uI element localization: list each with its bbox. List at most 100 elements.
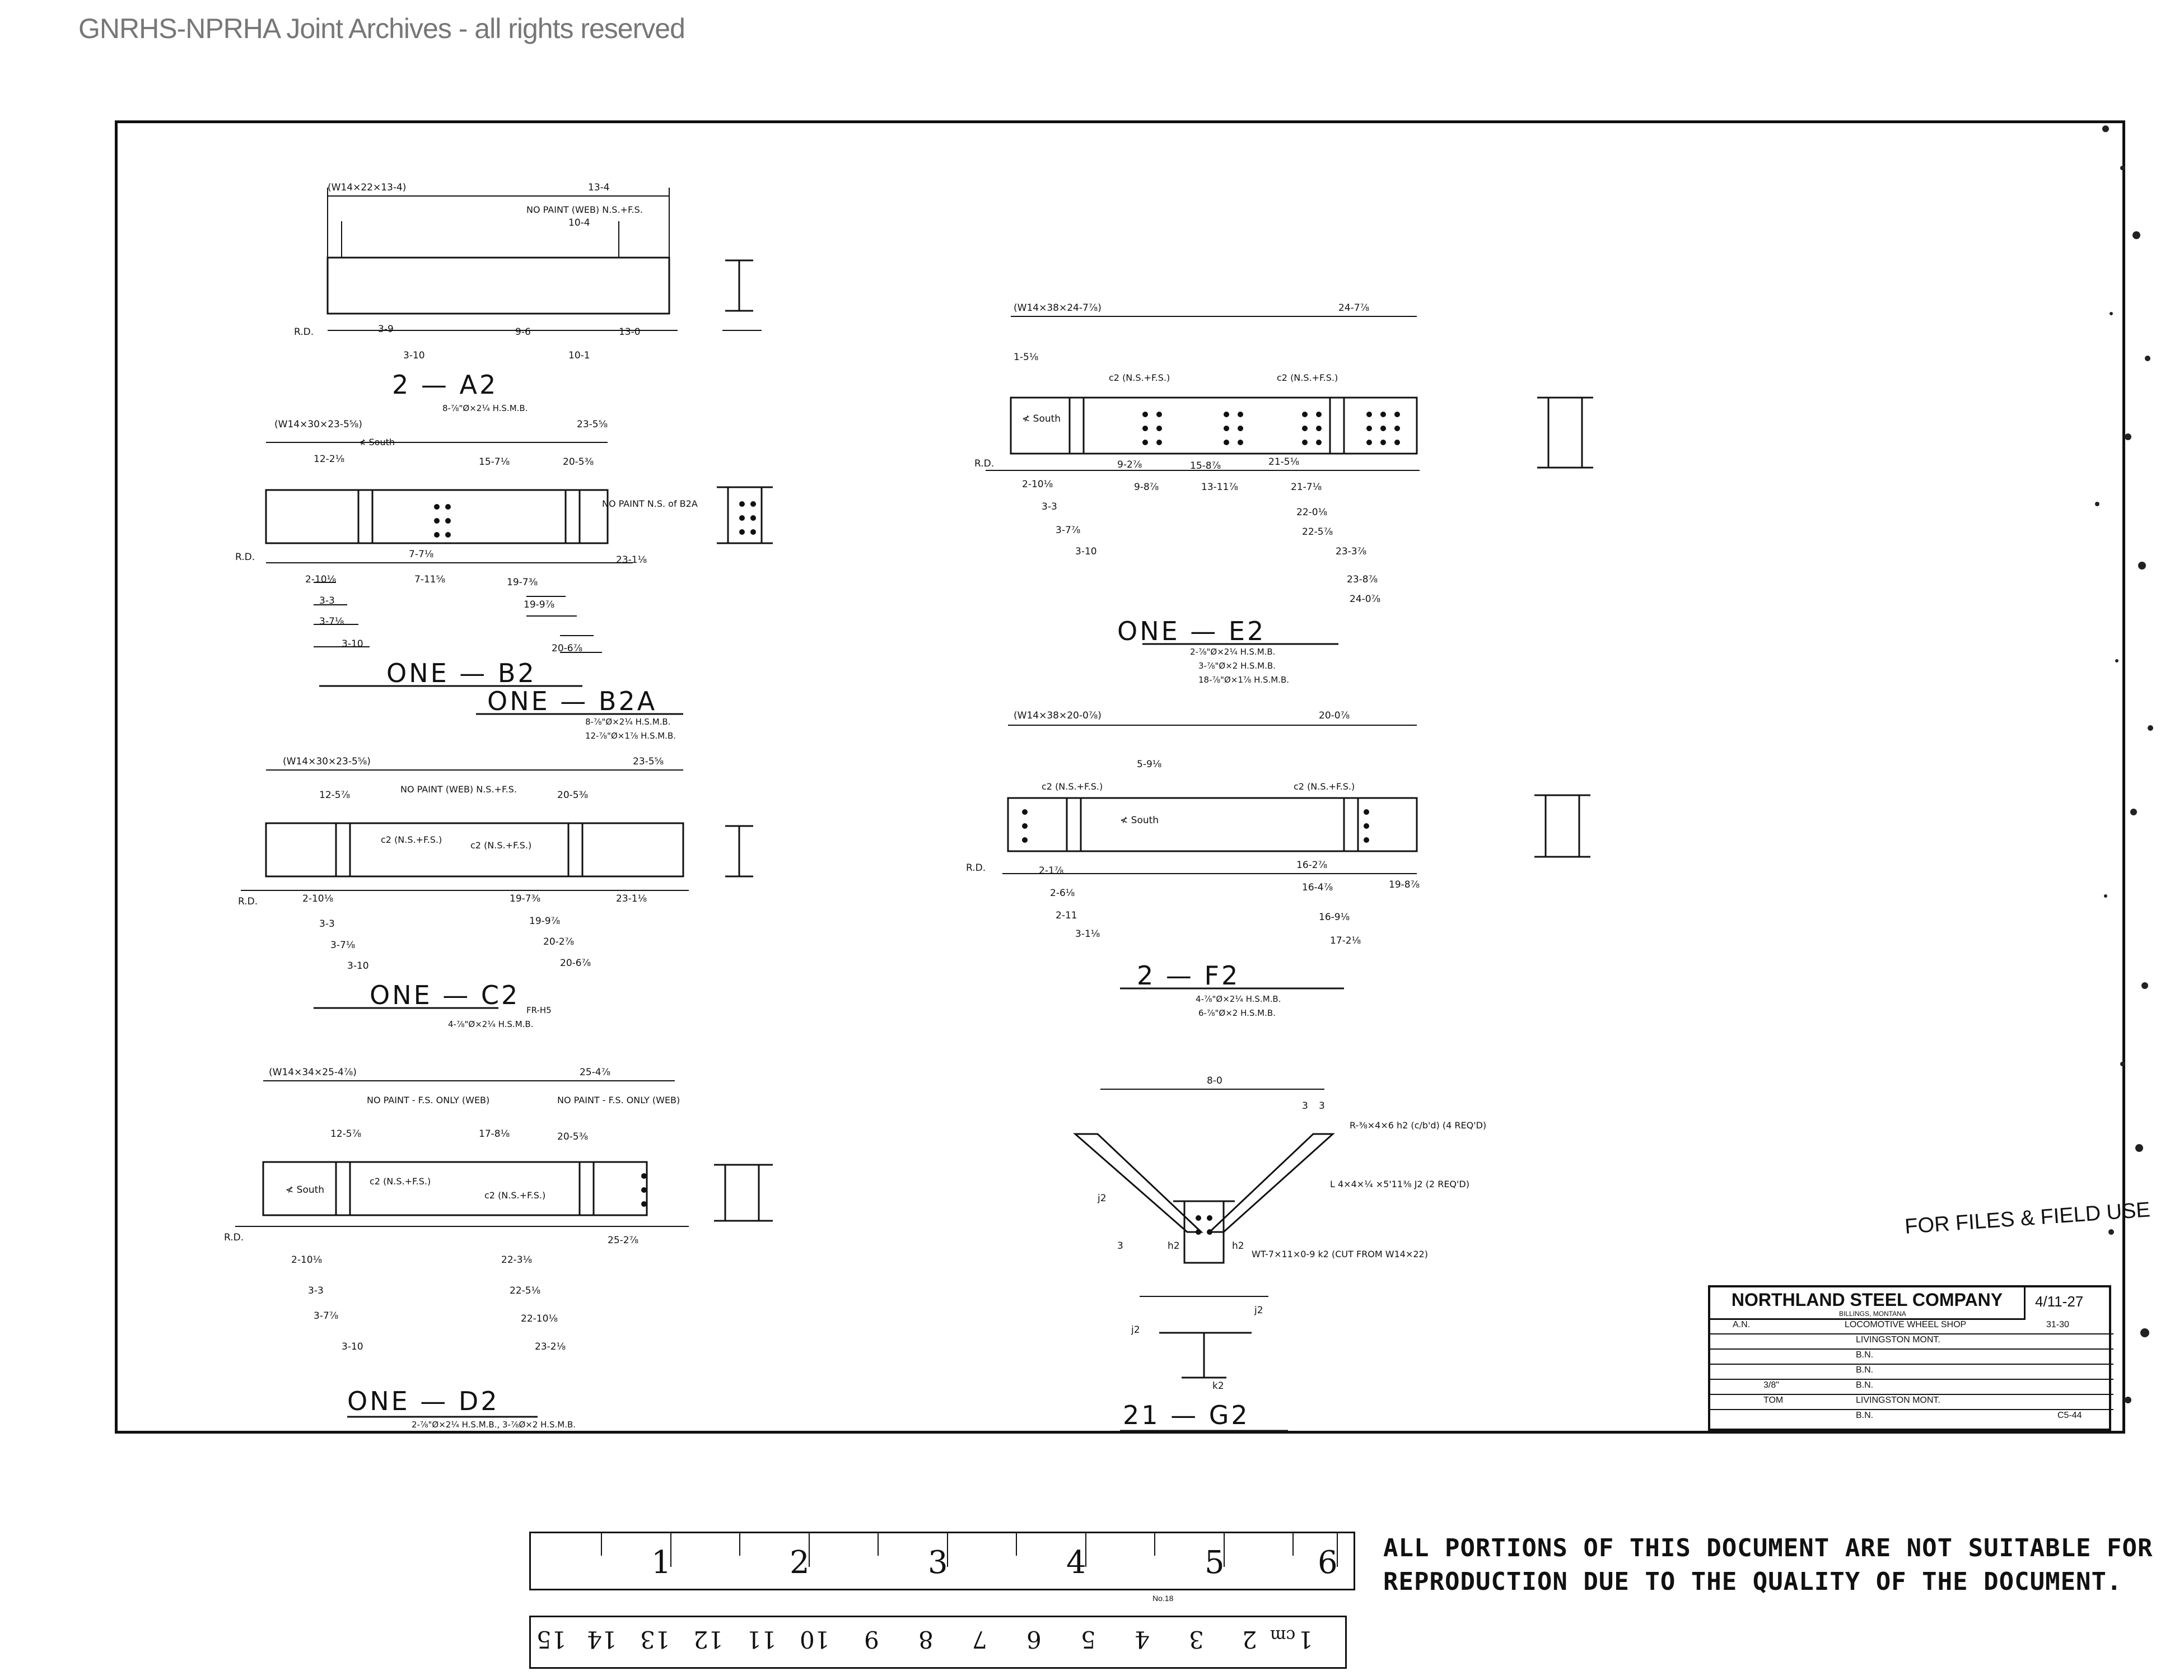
g2-dim: k2	[1212, 1380, 1224, 1392]
a2-dim: 13-0	[619, 326, 641, 338]
d2-length: 25-4⅞	[580, 1067, 611, 1078]
ruler-maker: No.18	[1152, 1594, 1174, 1603]
c2-header: (W14×30×23-5⅝)	[283, 756, 371, 767]
c2-callout: c2 (N.S.+F.S.)	[381, 834, 442, 845]
c2-beam-elevation	[265, 822, 684, 878]
a2-dim: 9-6	[515, 326, 531, 338]
ruler-cm-label: 9	[864, 1626, 879, 1653]
e2-dim: 3-7⅞	[1056, 525, 1081, 536]
d2-title: ONE — D2	[347, 1386, 500, 1416]
e2-header: (W14×38×24-7⅞)	[1014, 302, 1102, 314]
f2-dim: 2-1⅞	[1039, 865, 1064, 876]
b2-length: 23-5⅝	[577, 419, 608, 430]
g2-callout: WT-7×11×0-9 k2 (CUT FROM W14×22)	[1252, 1249, 1428, 1259]
e2-dim: 21-5⅛	[1268, 456, 1300, 468]
d2-callout: c2 (N.S.+F.S.)	[484, 1190, 546, 1201]
d2-dim: 12-5⅞	[330, 1128, 362, 1140]
ruler-cm-label: 7	[972, 1626, 987, 1653]
archive-watermark: GNRHS-NPRHA Joint Archives - all rights …	[78, 13, 685, 44]
c2-dim: R.D.	[238, 896, 258, 907]
e2-dim: 3-10	[1075, 546, 1097, 557]
e2-beam-elevation	[1010, 396, 1418, 455]
e2-title: ONE — E2	[1117, 616, 1266, 646]
d2-header: (W14×34×25-4⅞)	[269, 1067, 357, 1078]
d2-beam-elevation	[262, 1161, 648, 1216]
ruler-cm-label: 13	[640, 1626, 670, 1653]
ruler-cm-label: 2	[1242, 1626, 1257, 1653]
d2-dim: 17-8⅛	[479, 1128, 510, 1140]
b2-beam-elevation	[265, 489, 609, 544]
b2-dim: 3-3	[319, 595, 335, 606]
ruler-cm-label: 4	[1135, 1626, 1150, 1653]
e2-callout: c2 (N.S.+F.S.)	[1109, 372, 1170, 383]
b2-bolt-note: 12-⅞"Ø×1⅞ H.S.M.B.	[585, 731, 676, 741]
b2-dim: 20-5⅜	[563, 456, 594, 468]
a2-dim: 3-10	[403, 350, 425, 361]
d2-callout: c2 (N.S.+F.S.)	[370, 1176, 431, 1187]
ruler-cm-label: 5	[1081, 1626, 1096, 1653]
f2-dim: 19-8⅞	[1389, 879, 1420, 890]
f2-south-mark: ≮ South	[1120, 815, 1159, 826]
e2-callout: c2 (N.S.+F.S.)	[1277, 372, 1338, 383]
g2-width: 8-0	[1207, 1075, 1222, 1086]
e2-south-mark: ≮ South	[1022, 413, 1061, 424]
e2-dim: 13-11⅞	[1201, 482, 1238, 493]
drawing-sheet-border	[115, 120, 2125, 1434]
c2-dim: 19-9⅞	[529, 916, 561, 927]
b2-dim: 23-1⅛	[616, 554, 647, 566]
e2-dim: 9-2⅞	[1117, 459, 1142, 470]
b2-header: (W14×30×23-5⅝)	[274, 419, 362, 430]
ruler-inch-label: 6	[1318, 1544, 1338, 1581]
a2-dim: 3-9	[378, 324, 394, 335]
ruler-cm-label: 14	[587, 1626, 617, 1653]
ruler-cm-label: 12	[693, 1626, 724, 1653]
g2-dim: 3	[1302, 1100, 1308, 1112]
company-city: BILLINGS, MONTANA	[1839, 1310, 1906, 1318]
d2-dim: R.D.	[224, 1232, 244, 1243]
d2-south-mark: ≮ South	[286, 1184, 325, 1196]
c2-bolt-note: 4-⅞"Ø×2¼ H.S.M.B.	[448, 1019, 534, 1029]
e2-dim: 3-3	[1042, 501, 1057, 512]
d2-dim: 25-2⅞	[608, 1235, 639, 1246]
a2-beam-elevation	[326, 256, 670, 315]
title-block-row: B.N. C5-44	[1856, 1411, 2082, 1420]
e2-bolt-note: 3-⅞"Ø×2 H.S.M.B.	[1198, 661, 1276, 671]
e2-bolt-note: 2-⅞"Ø×2¼ H.S.M.B.	[1190, 647, 1276, 657]
c2-dim: 3-7⅛	[330, 940, 356, 951]
e2-length: 24-7⅞	[1338, 302, 1370, 314]
title-block-row: B.N.	[1710, 1364, 2113, 1380]
g2-callout: R-⅜×4×6 h2 (c/b'd) (4 REQ'D)	[1350, 1120, 1487, 1131]
e2-dim: 2-10⅛	[1022, 479, 1053, 490]
f2-length: 20-0⅞	[1319, 710, 1350, 721]
g2-callout: L 4×4×¼ ×5'11⅜ J2 (2 REQ'D)	[1330, 1179, 1469, 1189]
b2-dim: 2-10⅛	[305, 574, 337, 585]
b2-bolt-note: 8-⅞"Ø×2¼ H.S.M.B.	[585, 717, 671, 727]
c2-dim: 12-5⅞	[319, 790, 351, 801]
ruler-cm-label: 15	[536, 1626, 567, 1653]
a2-dim: 10-4	[568, 217, 590, 228]
c2-dim: 3-10	[347, 960, 369, 972]
d2-dim: 22-5⅛	[510, 1285, 541, 1296]
d2-dim: 22-10⅛	[521, 1313, 558, 1324]
b2-paint-note: ≮ South	[358, 437, 395, 447]
ruler-cm-label: 10	[800, 1626, 830, 1653]
d2-dim: 3-3	[308, 1285, 324, 1296]
ruler-inch-label: 5	[1205, 1544, 1225, 1581]
b2-dim: 20-6⅞	[552, 643, 583, 654]
scale-ruler-inches: 1 2 3 4 5 6 No.18	[529, 1532, 1355, 1603]
f2-dim: R.D.	[966, 862, 986, 874]
c2-paint-note: NO PAINT (WEB) N.S.+F.S.	[400, 784, 517, 795]
f2-dim: 16-2⅞	[1296, 860, 1328, 871]
d2-dim: 2-10⅛	[291, 1254, 323, 1266]
title-block-row: A.N. LOCOMOTIVE WHEEL SHOP 31-30	[1710, 1318, 2113, 1334]
a2-length: 13-4	[588, 182, 610, 193]
c2-dim: 20-2⅞	[543, 936, 575, 948]
f2-dim: 2-11	[1056, 910, 1077, 921]
g2-dim: 3	[1319, 1100, 1325, 1112]
b2-dim: 12-2⅛	[314, 454, 345, 465]
d2-dim: 3-10	[342, 1341, 363, 1352]
c2-title: ONE — C2	[370, 980, 520, 1010]
e2-dim: 23-3⅞	[1336, 546, 1367, 557]
g2-dim: j2	[1098, 1193, 1107, 1204]
